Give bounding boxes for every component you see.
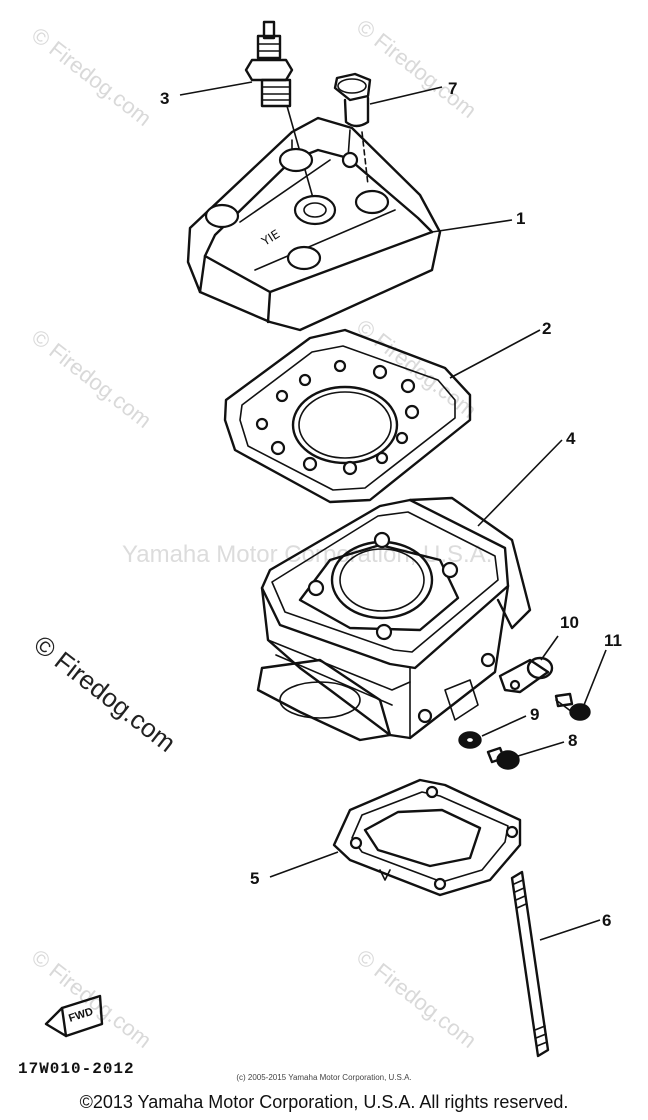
- callout-2: 2: [542, 319, 551, 338]
- callout-9: 9: [530, 705, 539, 724]
- cylinder: [256, 496, 532, 742]
- watermark-top-left: © Firedog.com: [27, 22, 156, 131]
- callout-3: 3: [160, 89, 169, 108]
- cylinder-head: YIE: [186, 116, 442, 332]
- callout-11: 11: [604, 631, 622, 650]
- base-gasket: [332, 778, 522, 897]
- callout-7: 7: [448, 79, 457, 98]
- small-copyright: (c) 2005-2015 Yamaha Motor Corporation, …: [236, 1073, 412, 1082]
- callout-4: 4: [566, 429, 576, 448]
- fwd-label: FWD: [67, 1006, 95, 1025]
- head-bolt: [333, 72, 372, 186]
- stud-bolt: [510, 870, 550, 1058]
- callout-8: 8: [568, 731, 577, 750]
- cylinder-bolt: [486, 746, 520, 770]
- callout-10: 10: [560, 613, 579, 632]
- callout-5: 5: [250, 869, 259, 888]
- clamp: [498, 656, 554, 694]
- leader-lines: [179, 81, 607, 941]
- watermark-mid-left: © Firedog.com: [27, 324, 156, 433]
- footer-copyright: ©2013 Yamaha Motor Corporation, U.S.A. A…: [79, 1092, 569, 1112]
- callouts: 3 7 1 2 4 10 11 9 8 5 6: [160, 79, 622, 930]
- watermark-group: © Firedog.com © Firedog.com © Firedog.co…: [27, 14, 492, 1053]
- diagram-code: 17W010-2012: [18, 1060, 135, 1078]
- callout-1: 1: [516, 209, 525, 228]
- watermark-dark: © Firedog.com: [28, 629, 181, 758]
- watermark-top-right: © Firedog.com: [352, 14, 481, 123]
- callout-6: 6: [602, 911, 611, 930]
- watermark-low-right: © Firedog.com: [352, 944, 481, 1053]
- washer: [458, 731, 482, 749]
- watermark-center: Yamaha Motor Corporation, U.S.A.: [122, 541, 492, 568]
- small-screw: [554, 692, 591, 721]
- head-gasket: [223, 328, 472, 504]
- head-mark: YIE: [258, 227, 282, 249]
